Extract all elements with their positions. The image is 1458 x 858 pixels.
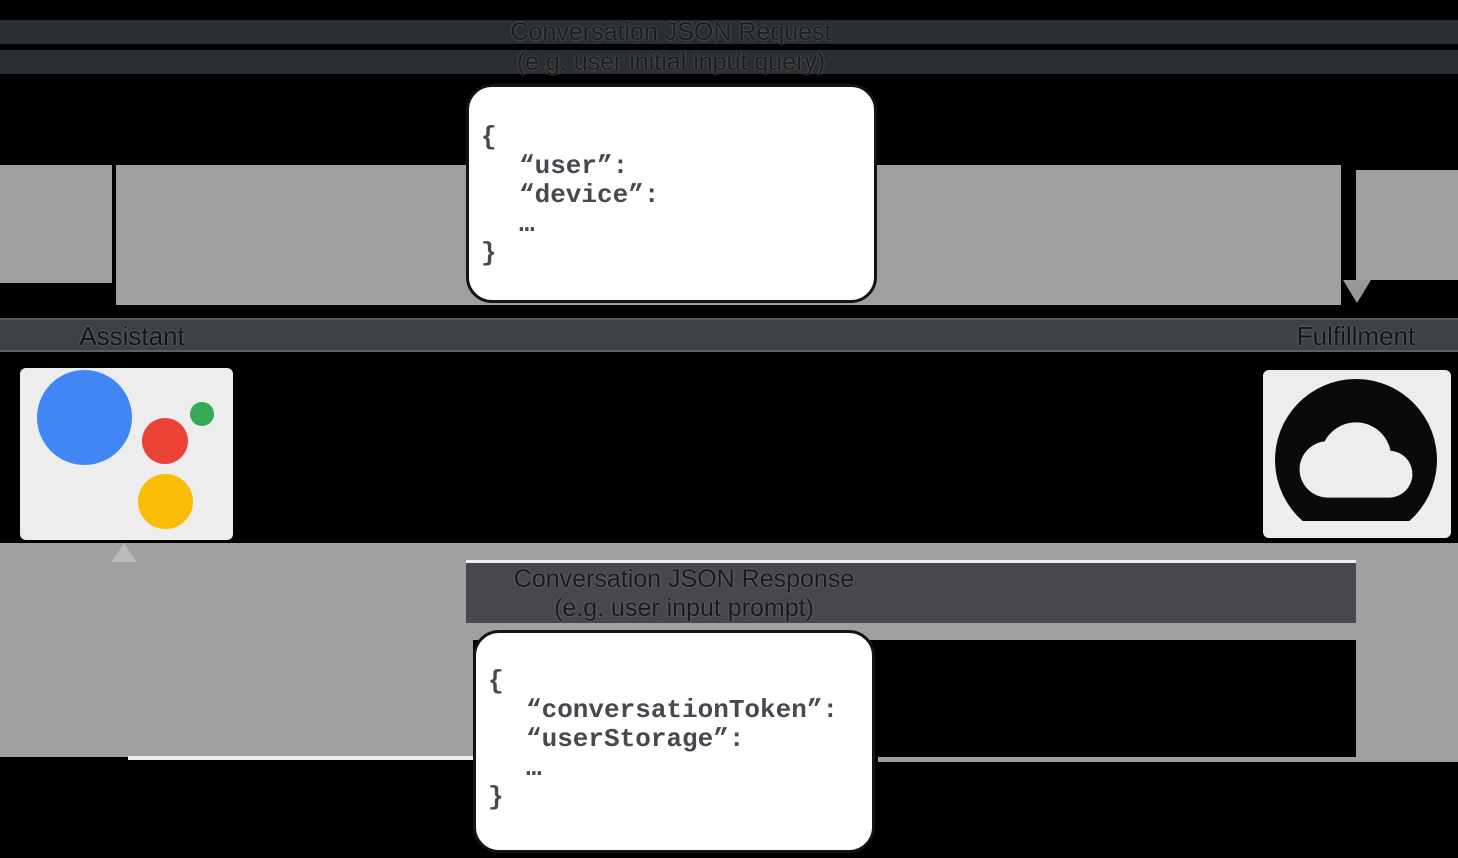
code-line: “conversationToken”: bbox=[526, 695, 839, 725]
top-label-smear-row-2 bbox=[0, 50, 1458, 74]
code-line: “userStorage”: bbox=[526, 724, 745, 754]
response-arrow-right-column bbox=[1356, 547, 1458, 762]
code-line: “device”: bbox=[519, 180, 660, 210]
code-line: } bbox=[488, 782, 504, 812]
response-arrow-tail-line bbox=[878, 757, 1356, 762]
code-line: } bbox=[481, 238, 497, 268]
code-line: { bbox=[481, 122, 497, 152]
cloud-icon bbox=[1263, 370, 1451, 538]
assistant-label: Assistant bbox=[79, 321, 185, 351]
code-line: “user”: bbox=[519, 151, 629, 181]
assistant-yellow-circle bbox=[138, 474, 193, 529]
request-arrow-right-segment bbox=[1356, 170, 1458, 280]
assistant-blue-circle bbox=[37, 370, 132, 465]
request-label-line2: (e.g. user initial input query) bbox=[516, 48, 826, 76]
assistant-green-circle bbox=[190, 402, 214, 426]
cloud-icon-svg bbox=[1275, 379, 1437, 521]
code-line: { bbox=[488, 666, 504, 696]
request-label-line1: Conversation JSON Request bbox=[510, 18, 832, 46]
name-strip bbox=[0, 318, 1458, 352]
response-json-box: { “conversationToken”: “userStorage”: … … bbox=[473, 630, 875, 853]
bottom-label-band bbox=[466, 563, 1356, 623]
top-label-smear-row-1 bbox=[0, 20, 1458, 44]
assistant-red-circle bbox=[142, 418, 188, 464]
response-arrow-highlight-bottom bbox=[128, 756, 473, 760]
fulfillment-label: Fulfillment bbox=[1296, 321, 1416, 351]
response-arrow-left-column bbox=[0, 543, 473, 757]
google-assistant-icon bbox=[20, 368, 233, 540]
request-arrow-left-segment bbox=[0, 165, 112, 283]
response-arrow-highlight-top bbox=[466, 560, 1356, 563]
request-json-box: { “user”: “device”: … } bbox=[466, 84, 877, 303]
code-line: … bbox=[526, 753, 542, 783]
response-label-line1: Conversation JSON Response bbox=[513, 565, 855, 593]
code-line: … bbox=[519, 209, 535, 239]
arrow-up-icon bbox=[111, 543, 137, 562]
arrow-down-icon bbox=[1343, 280, 1371, 303]
response-label-line2: (e.g. user input prompt) bbox=[554, 594, 814, 622]
